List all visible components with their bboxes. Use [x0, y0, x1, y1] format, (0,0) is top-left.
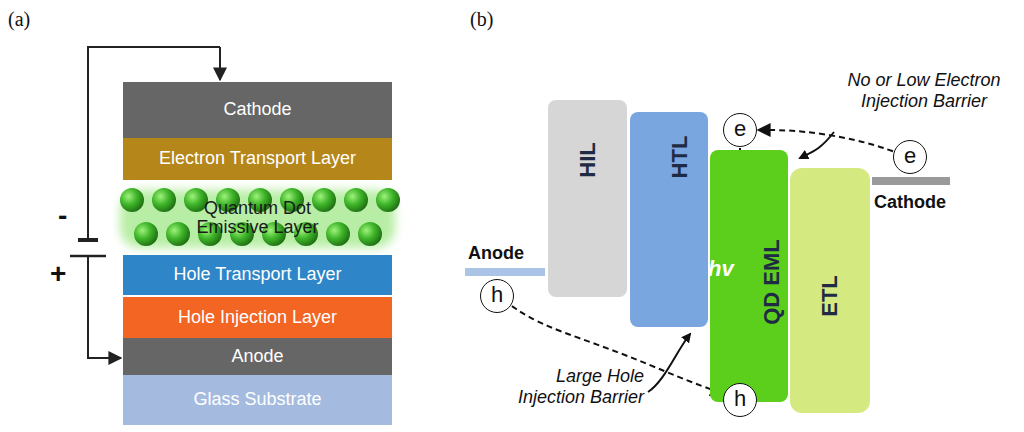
layer-label: Glass Substrate	[193, 390, 321, 410]
carrier-symbol: e	[904, 144, 916, 168]
carrier-symbol: e	[734, 117, 746, 141]
electron-circle: e	[893, 140, 927, 174]
band-label: HIL	[576, 142, 600, 177]
quantum-dot	[134, 222, 158, 246]
photon-label: hv	[708, 256, 734, 281]
hole-circle: h	[723, 383, 757, 417]
quantum-dot	[326, 222, 350, 246]
electron-transport-layer: Electron Transport Layer	[123, 138, 392, 180]
carrier-symbol: h	[734, 387, 746, 411]
carrier-path	[758, 130, 893, 151]
panel-label: (a)	[8, 8, 30, 31]
quantum-dot	[166, 222, 190, 246]
anode-level	[465, 268, 545, 276]
cathode-layer: Cathode	[123, 82, 392, 138]
layer-label: Hole Injection Layer	[178, 308, 337, 328]
leader-line	[648, 334, 690, 392]
battery-plate	[78, 238, 98, 242]
emissive-layer: Quantum Dot Emissive Layer	[123, 182, 392, 255]
band-label: QD EML	[760, 239, 784, 325]
layer-label: Quantum Dot Emissive Layer	[183, 199, 333, 239]
wire	[219, 47, 221, 80]
band-box: HIL	[548, 100, 627, 297]
layer-label: Anode	[231, 347, 283, 367]
polarity-sign: -	[58, 200, 67, 232]
polarity-sign: +	[50, 258, 66, 290]
layer-label: Cathode	[223, 100, 291, 120]
quantum-dot	[376, 188, 400, 212]
leader-line	[800, 132, 834, 158]
quantum-dot	[120, 188, 144, 212]
cathode-level	[872, 177, 950, 185]
callout-text: No or Low Electron Injection Barrier	[826, 70, 1022, 111]
hole-transport-layer: Hole Transport Layer	[123, 255, 392, 295]
band-label: ETL	[818, 275, 842, 317]
anode-layer: Anode	[123, 338, 392, 375]
band-box: HTL	[630, 112, 708, 327]
hole-circle: h	[480, 279, 514, 313]
panel-label: (b)	[470, 8, 493, 31]
quantum-dot	[358, 222, 382, 246]
band-box: ETL	[790, 168, 870, 413]
wire	[88, 256, 121, 358]
callout-text: Large Hole Injection Barrier	[494, 366, 644, 407]
layer-label: Electron Transport Layer	[159, 149, 356, 169]
quantum-dot	[152, 188, 176, 212]
electrode-label: Anode	[468, 243, 524, 264]
quantum-dots	[120, 188, 400, 246]
electrode-label: Cathode	[874, 192, 946, 213]
band-label: HTL	[668, 136, 692, 179]
electron-circle: e	[723, 113, 757, 147]
carrier-symbol: h	[491, 283, 503, 307]
hole-injection-layer: Hole Injection Layer	[123, 297, 392, 338]
quantum-dot	[312, 188, 336, 212]
quantum-dot	[344, 188, 368, 212]
glass-substrate: Glass Substrate	[123, 375, 392, 425]
layer-label: Hole Transport Layer	[173, 265, 341, 285]
battery-plate	[70, 255, 106, 258]
